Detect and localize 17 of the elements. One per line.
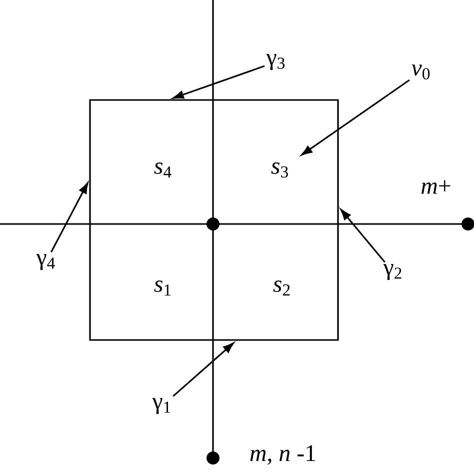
region-label: s$_{1}$ [154, 280, 171, 296]
curve-label: γ$_{1}$ [152, 398, 170, 414]
leader-arrow [50, 182, 88, 253]
curve-label: v$_{0}$ [412, 64, 430, 80]
region-label: s$_{2}$ [273, 280, 290, 296]
leader-arrow [340, 209, 386, 263]
region-label: s$_{4}$ [154, 162, 172, 178]
curve-label: γ$_{2}$ [383, 264, 402, 280]
leader-arrow [172, 342, 234, 397]
point-label: m+ [422, 180, 450, 194]
curve-label: γ$_{3}$ [266, 54, 285, 70]
curve-label: γ$_{4}$ [36, 254, 55, 270]
region-label: s$_{3}$ [271, 162, 288, 178]
leader-arrow [301, 79, 410, 156]
square-cell [89, 99, 339, 341]
point-label: m, n -1 [250, 445, 316, 465]
leader-arrow [172, 65, 265, 99]
